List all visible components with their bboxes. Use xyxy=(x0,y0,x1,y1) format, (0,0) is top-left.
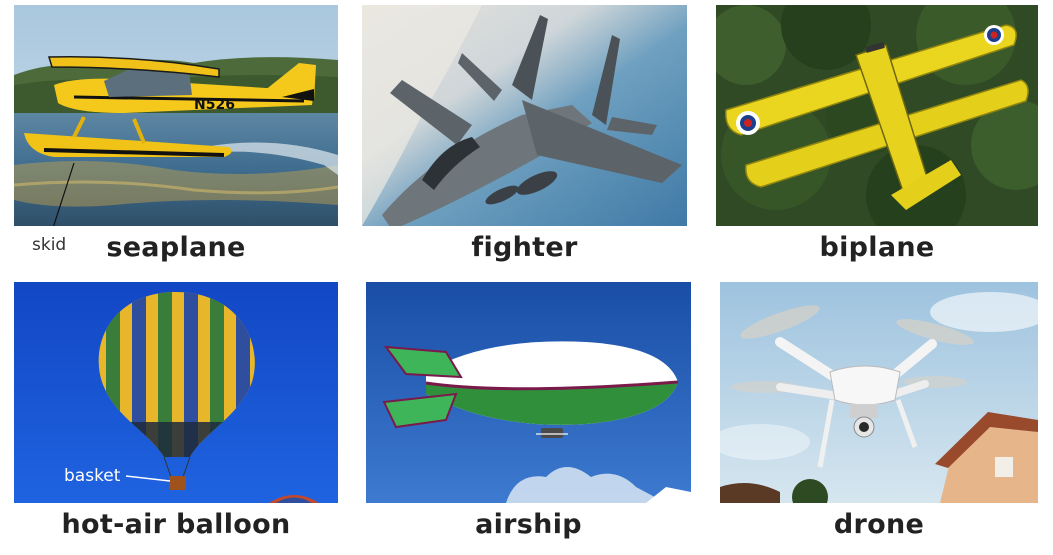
drone-caption: drone xyxy=(833,509,925,540)
airship-image xyxy=(366,282,691,503)
plane-marking-text: N526 xyxy=(194,97,235,113)
basket-callout: basket xyxy=(64,466,121,486)
drone-image xyxy=(720,282,1038,503)
biplane-image xyxy=(716,5,1038,226)
hot-air-balloon-caption: hot-air balloon xyxy=(61,509,291,540)
biplane-caption: biplane xyxy=(819,232,935,263)
skid-callout: skid xyxy=(32,235,67,255)
fighter-image xyxy=(362,5,687,226)
hot-air-balloon-image xyxy=(14,282,338,503)
fighter-caption: fighter xyxy=(471,232,578,263)
seaplane-image: N526 xyxy=(14,5,338,226)
seaplane-caption: seaplane xyxy=(106,232,246,263)
airship-caption: airship xyxy=(475,509,582,540)
